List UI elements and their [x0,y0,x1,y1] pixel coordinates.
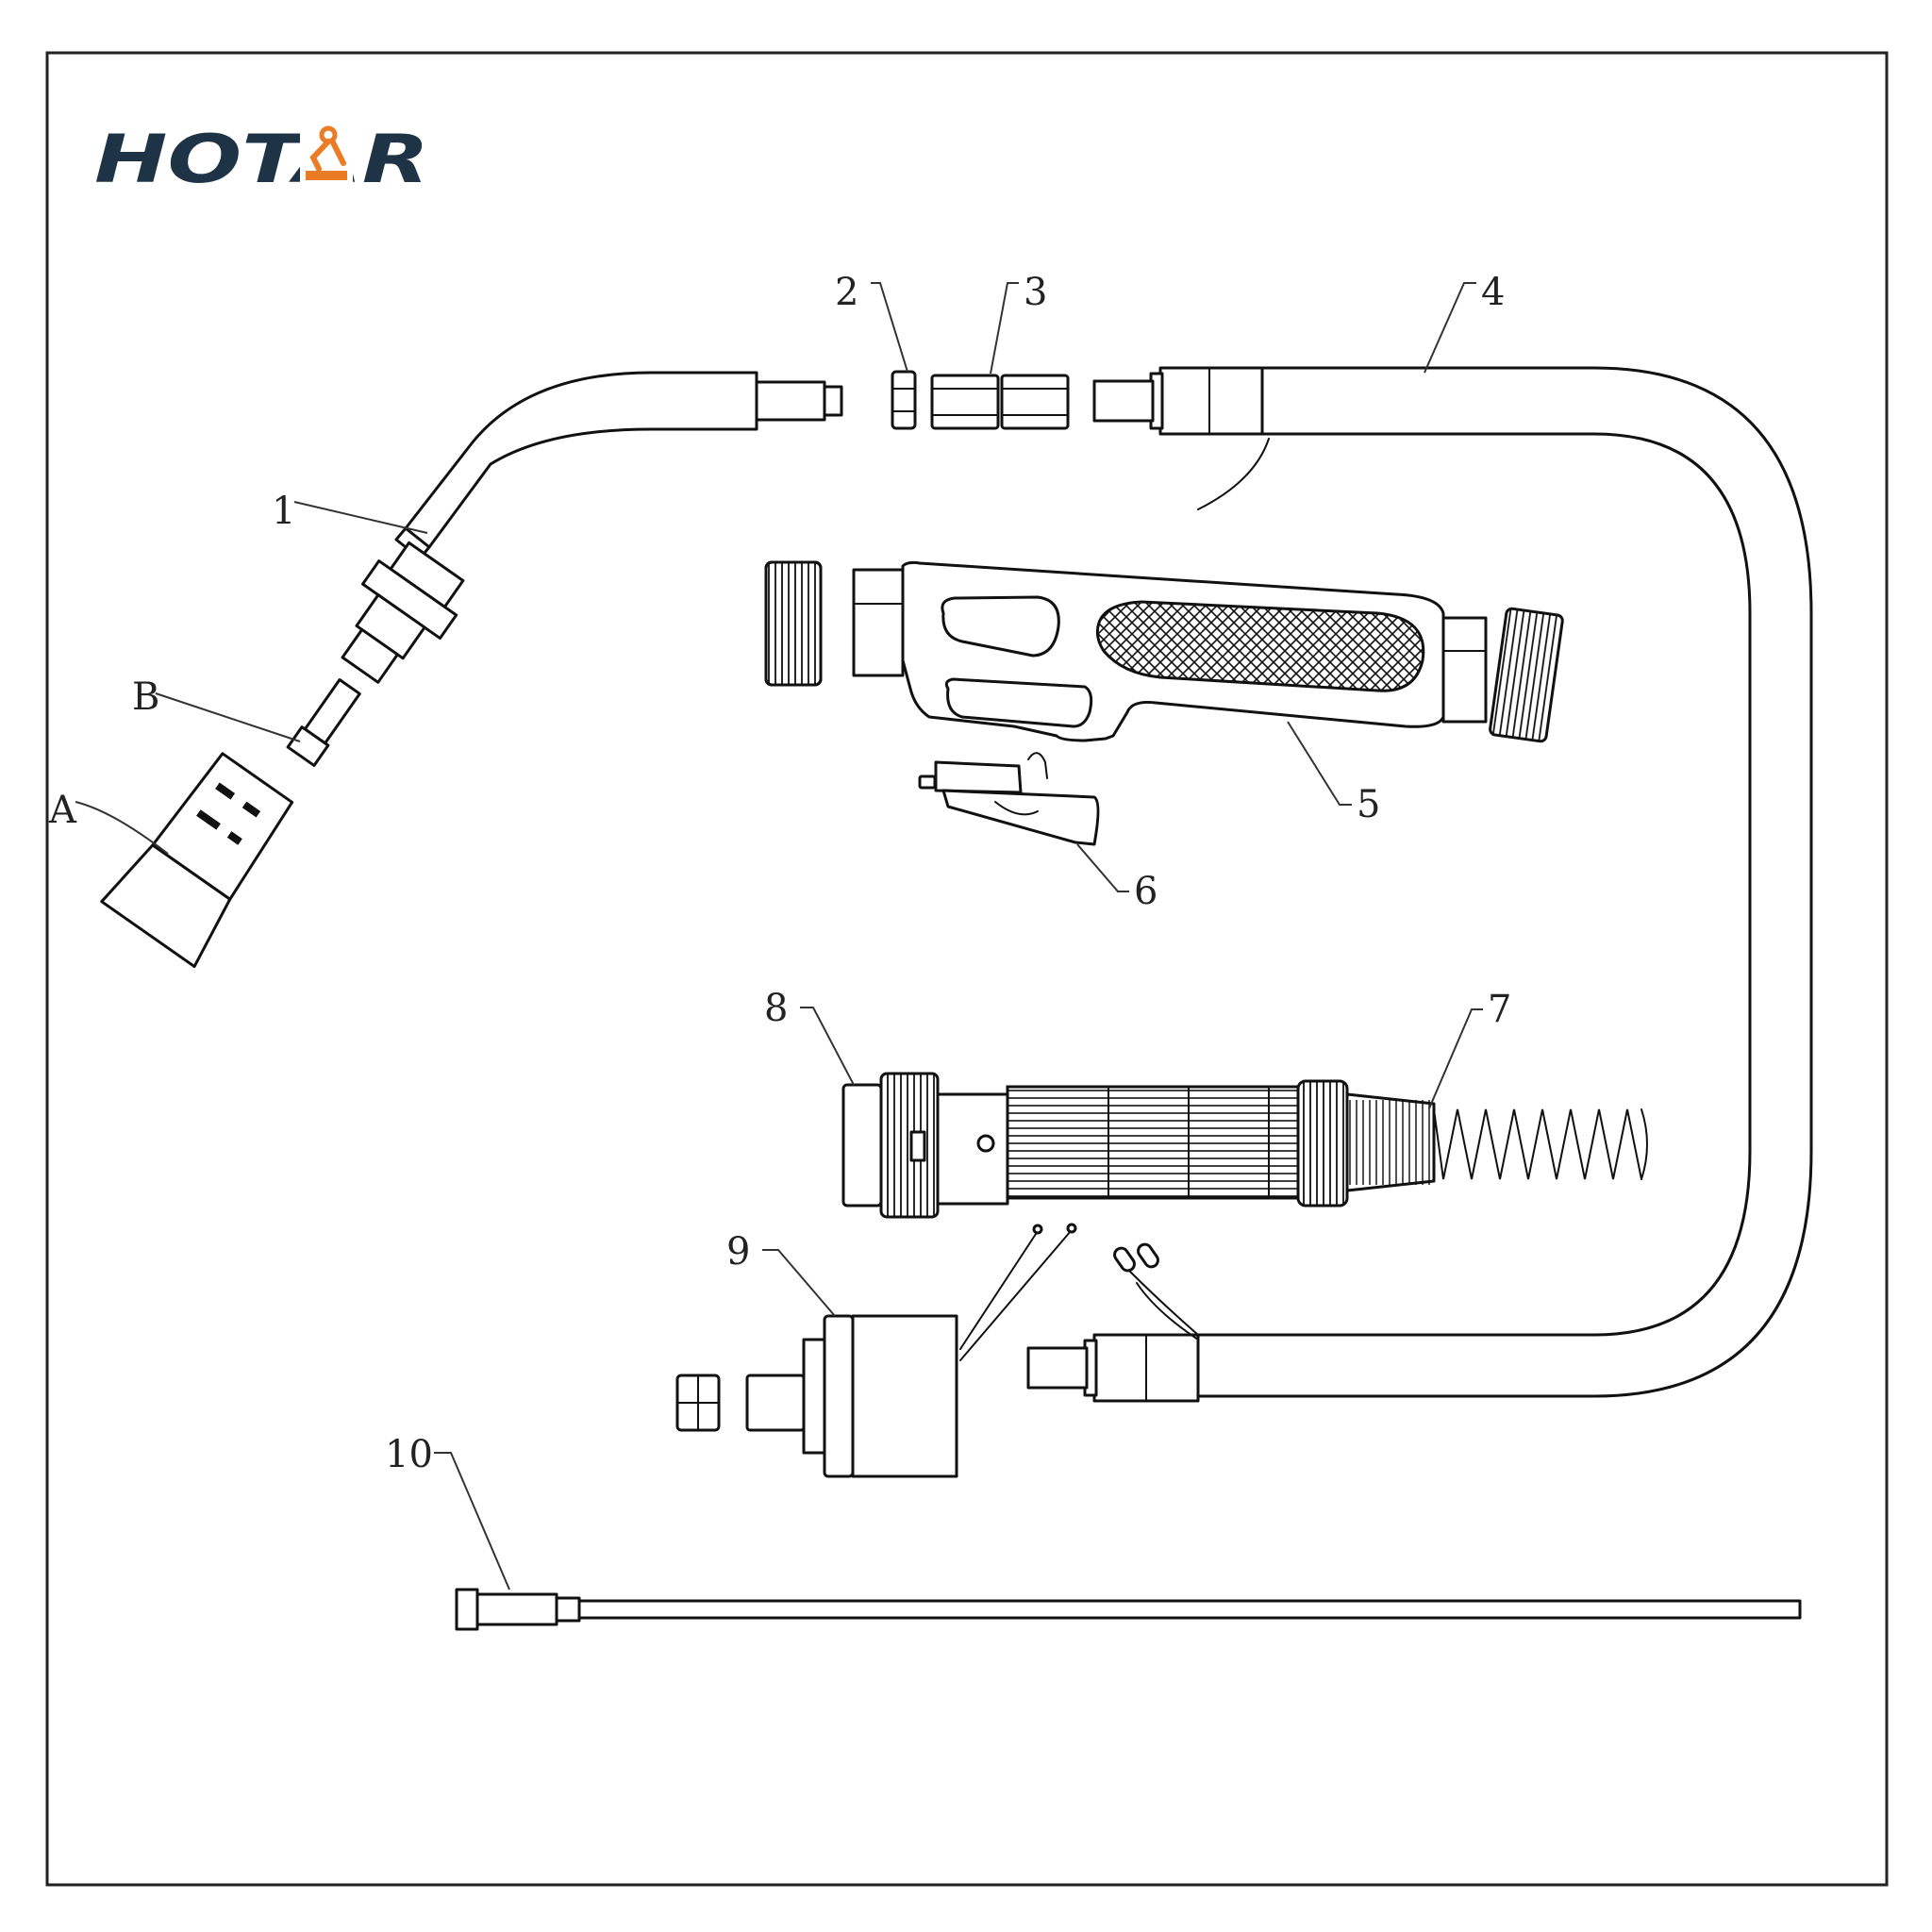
callout-9: 9 [726,1230,750,1274]
callout-6: 6 [1134,870,1158,913]
welding-robot-arm-icon [300,125,353,184]
part-B-contact-tip [286,678,361,767]
part-7-body-with-spring [1006,1079,1648,1208]
callout-1: 1 [272,490,295,533]
callout-A: A [48,789,77,832]
part-6-trigger [918,752,1100,846]
part-3-coupling [930,374,1070,430]
callout-10: 10 [385,1433,433,1476]
part-10-liner [455,1588,1802,1631]
part-8-connector [841,1072,1009,1219]
callout-labels: 1 2 3 4 5 6 7 8 9 10 B A [48,271,1511,1476]
part-2-hex-nut [891,370,917,430]
part-4-cable-assembly [1026,366,1813,1403]
callout-3: 3 [1024,271,1047,314]
callout-5: 5 [1357,783,1380,826]
diagram-frame [45,51,1889,1887]
callout-8: 8 [764,987,788,1030]
callout-4: 4 [1481,271,1505,314]
brand-logo: HOTAR [94,121,429,198]
leader-lines [75,282,1483,1591]
callout-7: 7 [1488,988,1511,1031]
part-A-gas-nozzle [100,752,294,969]
part-1-swan-neck [341,371,843,684]
brand-wordmark: HOTAR [94,121,429,198]
part-9-connector-block [675,1223,1077,1478]
callout-2: 2 [835,271,858,314]
part-5-handle [764,560,1564,743]
callout-B: B [132,675,159,719]
